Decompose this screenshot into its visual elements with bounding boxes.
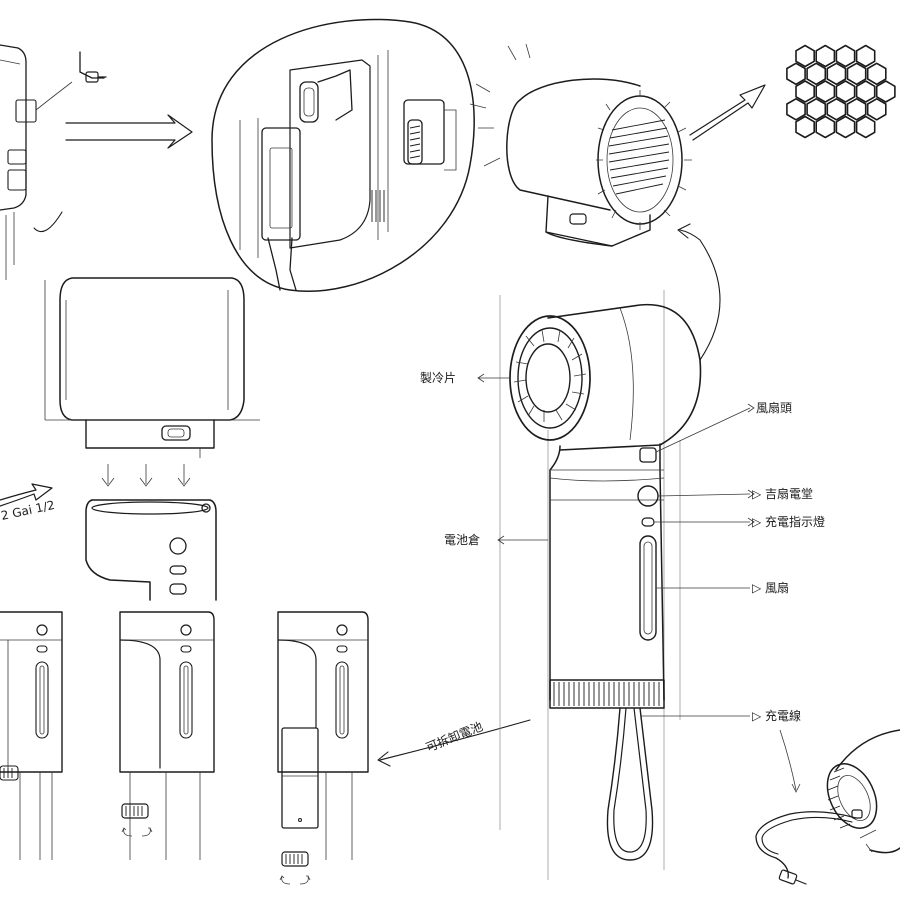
fan-head-label: 風扇頭 bbox=[756, 400, 792, 415]
honeycomb-cell bbox=[815, 115, 836, 139]
fan-grille bbox=[608, 119, 670, 195]
left-arrow-note: 2 Gai 1/2 bbox=[0, 498, 56, 523]
main-handheld-fan bbox=[499, 223, 721, 880]
honeycomb-cell bbox=[795, 44, 815, 68]
honeycomb-cell bbox=[815, 44, 836, 68]
honeycomb-cell bbox=[855, 44, 876, 68]
honeycomb-cell bbox=[795, 80, 815, 103]
honeycomb-cell bbox=[835, 115, 856, 139]
honeycomb-cell bbox=[815, 80, 836, 103]
battery-compartment-label: 電池倉 bbox=[444, 532, 480, 547]
cooling-plate-label: 製冷片 bbox=[420, 371, 456, 385]
removable-battery-label: 可拆卸電池 bbox=[424, 718, 485, 754]
honeycomb-cell bbox=[855, 80, 876, 103]
usb-plug-icon bbox=[79, 51, 107, 83]
bottom-grip-ring bbox=[553, 682, 660, 706]
cable-grip-ring bbox=[827, 767, 851, 829]
honeycomb-icon bbox=[786, 44, 896, 139]
fan-speed-button-label: ▷ 吉扇電堂 bbox=[752, 486, 813, 501]
honeycomb-cell bbox=[806, 98, 827, 121]
assembly-down-arrows bbox=[101, 464, 191, 487]
honeycomb-cell bbox=[826, 98, 847, 121]
left-note-arrow: 2 Gai 1/2 bbox=[0, 483, 56, 523]
grip-ring-detail bbox=[371, 190, 385, 222]
topleft-fan-side-view bbox=[0, 44, 73, 280]
battery-variant-1 bbox=[0, 611, 63, 860]
honeycomb-cell bbox=[835, 44, 856, 68]
honeycomb-cell bbox=[866, 62, 887, 86]
honeycomb-cell bbox=[846, 62, 867, 86]
leader-lines bbox=[477, 373, 801, 793]
speed-control-label: ▷ 風扇 bbox=[752, 580, 789, 595]
fan-blade-ring bbox=[513, 329, 587, 422]
charge-indicator-label: ▷ 充電指示燈 bbox=[752, 514, 825, 529]
battery-variant-3-removed bbox=[277, 611, 369, 885]
honeycomb-cell bbox=[826, 62, 847, 86]
top-flow-arrow bbox=[65, 114, 193, 149]
honeycomb-cell bbox=[806, 62, 827, 86]
usb-port-detail-callout bbox=[211, 18, 475, 292]
honeycomb-cell bbox=[875, 80, 896, 103]
port-hatch bbox=[409, 125, 421, 159]
charging-cable-detail bbox=[755, 729, 900, 885]
honeycomb-cell bbox=[786, 62, 806, 86]
honeycomb-cell bbox=[835, 80, 856, 103]
honeycomb-cell bbox=[795, 115, 815, 139]
honeycomb-cell bbox=[855, 115, 876, 139]
honeycomb-cell bbox=[866, 98, 887, 121]
fan-head-closeup bbox=[469, 43, 766, 247]
battery-variant-2 bbox=[119, 611, 215, 860]
honeycomb-cell bbox=[786, 98, 806, 121]
honeycomb-cell bbox=[846, 98, 867, 121]
fan-side-elevation bbox=[44, 277, 260, 601]
charging-cable-label: ▷ 充電線 bbox=[752, 708, 801, 723]
removable-battery-arrow bbox=[377, 719, 531, 767]
rotate-arrows-icon bbox=[121, 827, 153, 837]
